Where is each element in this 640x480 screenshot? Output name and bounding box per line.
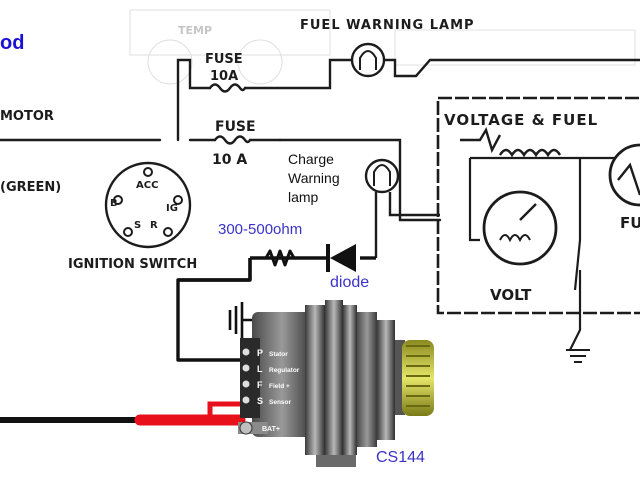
fuse-bottom-label-2: 10 A [212, 152, 247, 168]
terminal-ig-dot [173, 195, 183, 205]
voltage-fuel-gauge-box [436, 96, 640, 363]
motor-label: MOTOR [0, 109, 54, 124]
alternator-mount-foot [316, 455, 356, 467]
schematic-wires [0, 58, 640, 222]
sensor-jumper-red [207, 401, 255, 423]
alternator-pulley [402, 340, 434, 416]
charge-warning-lamp [364, 158, 440, 258]
volt-meter-dial [482, 190, 558, 266]
charge-lamp-filament [373, 164, 391, 186]
fuel-meter-dial [608, 143, 640, 207]
diode-label: diode [330, 274, 369, 291]
corner-label: od [0, 32, 24, 54]
charge-lamp-to-gauge [388, 192, 440, 217]
terminal-l-letter: L [257, 364, 263, 374]
gauge-coil [498, 148, 562, 158]
terminal-regulator-label: Regulator [269, 367, 300, 374]
fuse1-element [208, 83, 247, 93]
alternator-fin-1 [305, 305, 325, 455]
terminal-s-label: S [134, 220, 141, 231]
ignition-switch-body [104, 161, 192, 249]
fuel-lamp-filament [359, 50, 377, 70]
bat-terminal-label: BAT+ [262, 426, 280, 433]
fuel-lamp-bulb [350, 42, 386, 78]
alternator-front-fins [377, 320, 395, 440]
battery-wires [0, 401, 255, 426]
terminal-stator-label: Stator [269, 351, 288, 358]
fuse-bottom-label-1: FUSE [215, 119, 256, 135]
alternator-fin-2 [325, 300, 343, 460]
charge-lamp-label-3: lamp [288, 189, 319, 205]
fuse1-to-lamp-wire [243, 58, 354, 90]
charge-lamp-label-1: Charge [288, 151, 334, 167]
alternator-shaft-hub [395, 340, 405, 415]
fu-label: FU [620, 214, 640, 232]
alternator-model-label: CS144 [376, 449, 425, 466]
fuse2-to-gauge-wire [278, 138, 442, 222]
switch-to-fuse1-wire [176, 58, 212, 142]
bat-stud-nut [239, 421, 253, 435]
alternator-rear-case [252, 312, 312, 437]
resistor-label: 300-500ohm [218, 221, 302, 238]
terminal-acc-label: ACC [136, 180, 158, 191]
terminal-r-label: R [150, 220, 158, 231]
terminal-b-dot [113, 195, 123, 205]
fuel-warning-lamp-label: FUEL WARNING LAMP [300, 18, 475, 33]
added-wiring [176, 249, 376, 362]
fuse-top-label-2: 10A [210, 69, 238, 84]
terminal-s-dot [123, 227, 133, 237]
green-label: (GREEN) [0, 180, 61, 195]
terminal-acc-dot [143, 167, 153, 177]
diode [326, 244, 356, 272]
lamp-to-gauge-wire [383, 58, 640, 78]
alternator: P L F S Stator Regulator Field + Sensor … [238, 300, 434, 467]
voltage-fuel-label: VOLTAGE & FUEL [444, 111, 598, 129]
terminal-ig-label: IG [166, 203, 178, 214]
terminal-r-dot [163, 227, 173, 237]
terminal-sensor-label: Sensor [269, 399, 292, 406]
fuse-top-label-1: FUSE [205, 52, 243, 67]
fuse2-element [213, 135, 252, 145]
terminal-field-label: Field + [269, 383, 290, 390]
fuel-warning-lamp [350, 42, 386, 78]
faint-temp-label: TEMP [178, 24, 212, 37]
ground-symbol [228, 302, 260, 338]
terminal-b-label: B [110, 198, 118, 209]
alternator-fin-3 [343, 305, 357, 455]
terminal-f-letter: F [257, 380, 263, 390]
terminal-p-letter: P [257, 348, 263, 358]
alternator-front-case [357, 312, 377, 447]
terminal-s-letter: S [257, 396, 263, 406]
faint-background-print [129, 9, 636, 85]
volt-label: VOLT [490, 286, 532, 304]
gauge-box-outline [436, 96, 640, 315]
resistor-zigzag [264, 249, 296, 267]
charge-lamp-label-2: Warning [288, 170, 340, 186]
ignition-switch: ACC B IG S R [104, 161, 192, 249]
ignition-switch-label: IGNITION SWITCH [68, 257, 197, 272]
